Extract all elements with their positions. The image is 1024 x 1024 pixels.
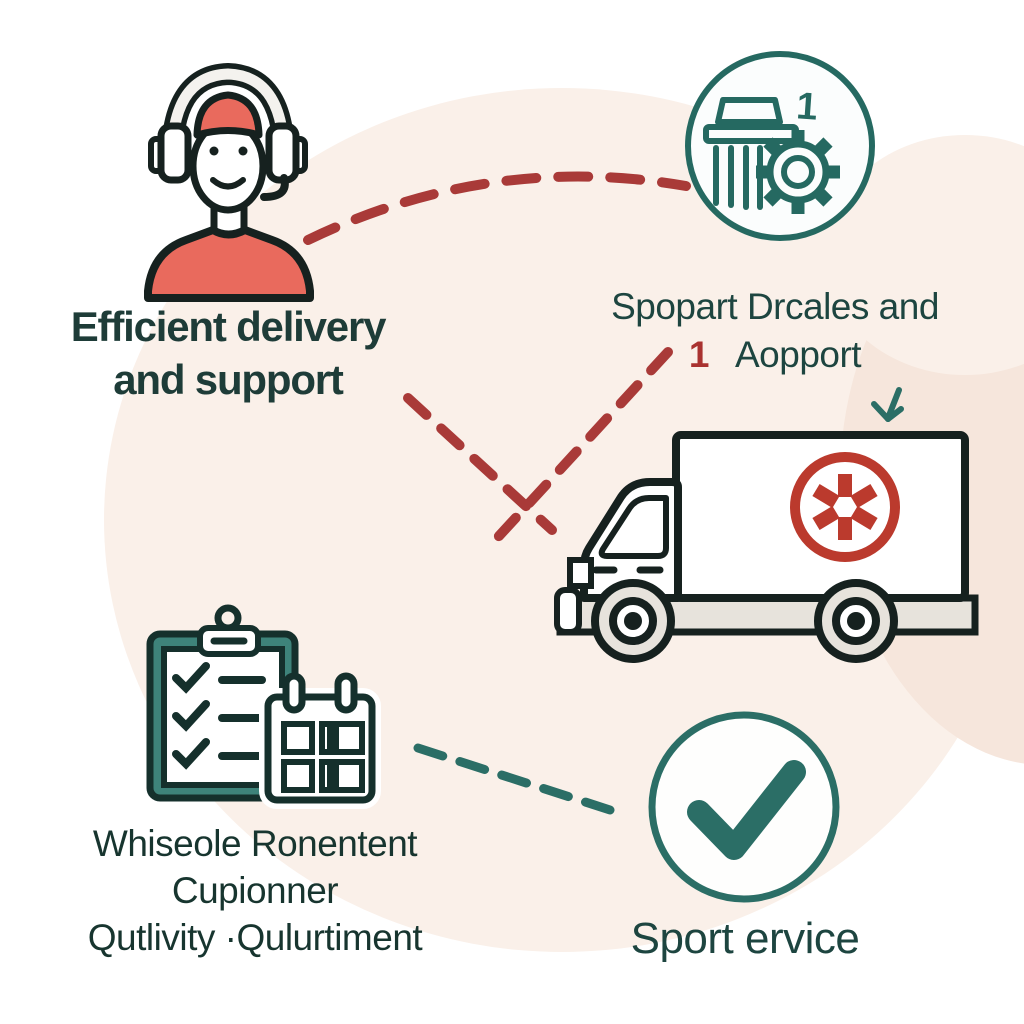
agent-earcup-right [265,122,300,184]
right-caption-line1: Spopart Drcales and [611,286,939,327]
bottom-left-line3: Qutlivity ·Qulurtiment [87,917,423,958]
connector-clipboard-to-check-circle [413,743,615,815]
headline-line1: Efficient delivery [70,303,387,350]
agent-eye-left [209,146,219,156]
bottom-left-line2: Cupionner [171,870,339,911]
agent-torso [144,226,314,302]
truck-wheel-rear [814,579,898,663]
medical-asterisk-emblem-icon [790,452,900,562]
pillar-gear-badge-icon [685,51,875,241]
headline-line2: and support [113,356,344,403]
calendar-grid [281,721,365,793]
agent-cap [193,91,263,139]
customer-support-agent-icon [144,62,314,302]
connector-headline-to-center [403,393,557,535]
check-circle-icon [648,711,840,903]
agent-microphone [260,174,289,201]
agent-headband [166,68,290,166]
truck-window [598,495,669,559]
bottom-left-line1: Whiseole Ronentent [92,823,418,864]
headline-text: Efficient delivery and support [24,300,432,406]
gear-icon [756,130,840,214]
check-circle-ring [648,711,840,903]
agent-earcup-left [157,122,192,184]
bottom-left-caption-text: Whiseole Ronentent Cupionner Qutlivity ·… [35,820,475,961]
right-caption-line2-word: Aopport [734,334,862,375]
agent-eye-right [238,146,248,156]
badge-number: 1 [795,85,820,129]
right-caption-line2: 1 Aopport [570,331,980,379]
bottom-right-caption-text: Sport ervice [630,914,860,963]
background-blob-top-right [825,135,1024,375]
check-mark [687,760,806,860]
clipboard-checklist [172,662,266,770]
down-arrow-icon [871,387,904,422]
delivery-truck-icon [554,431,979,663]
connector-caption-to-center [483,347,673,553]
red-number-marker: 1 [688,334,710,375]
truck-step [567,557,594,589]
agent-smile [210,177,246,190]
connector-agent-to-badge [303,171,691,245]
checklist-clipboard-icon [146,604,299,802]
right-caption-text: Spopart Drcales and 1 Aopport [570,283,980,379]
calendar-ring-right [334,672,358,714]
calendar-ring-left [282,672,306,714]
calendar-icon [259,672,381,809]
truck-bumper [554,587,582,635]
truck-wheel-front [591,579,675,663]
